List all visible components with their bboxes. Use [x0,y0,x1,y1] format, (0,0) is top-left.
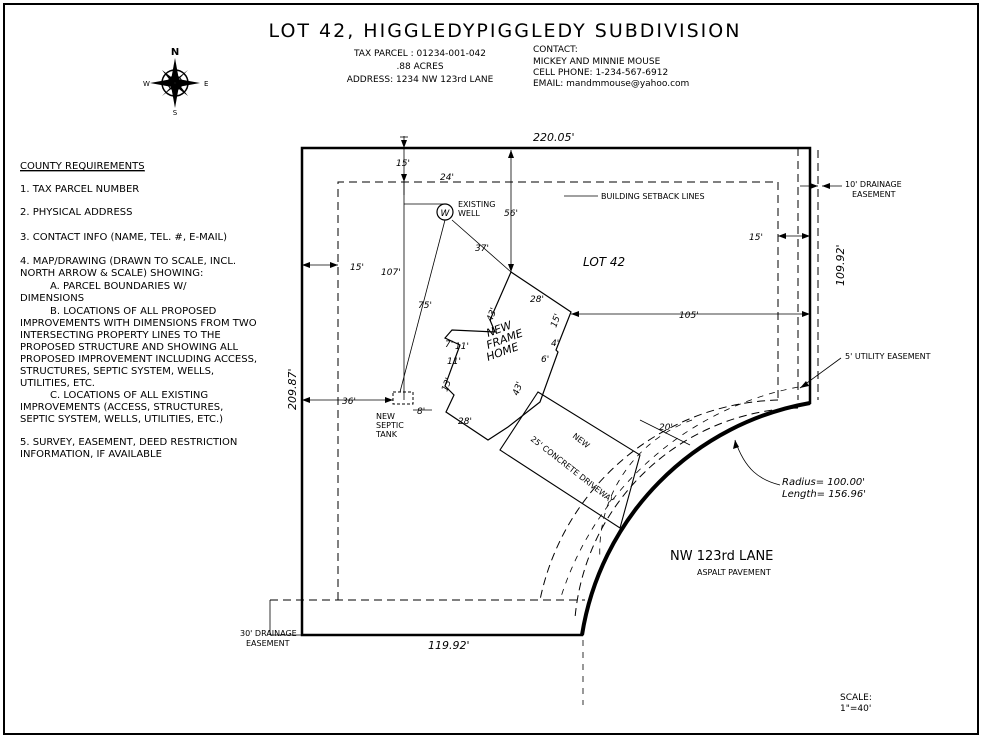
requirement-4c-line2: IMPROVEMENTS (ACCESS, STRUCTURES, [20,402,223,413]
dim-24: 24' [440,173,454,183]
septic-label-3: TANK [375,430,398,439]
building-setback-line [337,181,779,600]
requirement-4b-line4: PROPOSED STRUCTURE AND SHOWING ALL [20,342,238,353]
compass-e: E [204,80,208,88]
east-drainage-label-2: EASEMENT [852,190,896,199]
contact-heading: CONTACT: [533,45,578,55]
dim-left-boundary: 209.87' [286,368,299,410]
dim-43-left: 43' [485,307,499,324]
south-drainage-label-1: 30' DRAINAGE [240,629,297,638]
sheet-border [3,3,979,735]
dim-8: 8' [417,407,425,417]
requirement-5: 5. SURVEY, EASEMENT, DEED RESTRICTION [20,437,237,448]
compass-w: W [143,80,150,88]
curve-length: Length= 156.96' [782,489,866,500]
new-concrete-driveway [499,391,641,529]
utility-easement-label: 5' UTILITY EASEMENT [845,352,931,361]
dim-36: 36' [342,397,356,407]
acreage: .88 ACRES [396,62,443,72]
north-arrow-icon [150,58,200,108]
utility-easement-curve [574,407,799,619]
well-symbol: W [441,209,451,219]
tax-parcel: TAX PARCEL : 01234-001-042 [353,49,486,59]
dim-top-boundary: 220.05' [533,131,575,144]
requirement-4-cont: NORTH ARROW & SCALE) SHOWING: [20,268,203,279]
south-drainage-label-2: EASEMENT [246,639,290,648]
requirement-4c-line3: SEPTIC SYSTEM, WELLS, UTILITIES, ETC.) [20,414,223,425]
dim-right-boundary: 109.92' [834,244,847,286]
requirement-1: 1. TAX PARCEL NUMBER [20,184,139,195]
requirement-4b-line7: UTILITIES, ETC. [20,378,95,389]
requirement-4b-line5: PROPOSED IMPROVEMENT INCLUDING ACCESS, [20,354,257,365]
east-drainage-label-1: 10' DRAINAGE [845,180,902,189]
scale-value: 1"=40' [840,704,871,714]
new-frame-home-footprint [444,271,572,441]
dim-6: 6' [541,355,549,365]
dim-56: 56' [504,209,518,219]
requirement-4a: A. PARCEL BOUNDARIES W/ [50,281,187,292]
address: ADDRESS: 1234 NW 123rd LANE [347,75,494,85]
new-septic-tank [392,391,414,405]
setback-label: BUILDING SETBACK LINES [601,192,705,201]
dim-15-left: 15' [350,263,364,273]
dim-7: 7' [445,340,453,350]
dim-15-house: 15' [549,313,563,330]
road-surface: ASPALT PAVEMENT [697,568,771,577]
dim-11b: 11' [447,357,461,367]
curve-radius: Radius= 100.00' [782,477,865,488]
contact-names: MICKEY AND MINNIE MOUSE [533,57,661,67]
dim-43-right: 43' [511,381,525,398]
requirement-5-cont: INFORMATION, IF AVAILABLE [20,449,162,460]
requirement-4a-cont: DIMENSIONS [20,293,84,304]
septic-label-1: NEW [376,412,395,421]
dim-75: 75' [418,301,432,311]
requirement-4b: B. LOCATIONS OF ALL PROPOSED [50,306,217,317]
requirement-4c: C. LOCATIONS OF ALL EXISTING [50,390,208,401]
dim-28-top: 28' [530,295,544,305]
dim-bottom-boundary: 119.92' [428,639,470,652]
road-edge-outer [559,384,811,601]
building-setback-curve [539,399,779,601]
contact-email: EMAIL: mandmmouse@yahoo.com [533,79,689,89]
requirement-2: 2. PHYSICAL ADDRESS [20,207,132,218]
dim-15-top: 15' [396,159,410,169]
requirement-4b-line2: IMPROVEMENTS WITH DIMENSIONS FROM TWO [20,318,257,329]
dim-37: 37' [475,244,489,254]
driveway-label-1: NEW [571,431,592,450]
requirement-4b-line6: STRUCTURES, SEPTIC SYSTEM, WELLS, [20,366,214,377]
road-right-of-way-curve [580,401,811,636]
dim-15-right: 15' [749,233,763,243]
dim-4: 4' [551,339,559,349]
well-label-2: WELL [458,209,480,218]
requirements-heading: COUNTY REQUIREMENTS [20,161,145,172]
well-label-1: EXISTING [458,200,495,209]
dim-107: 107' [381,268,401,278]
scale-label: SCALE: [840,693,872,703]
dim-28-bottom: 28' [458,417,472,427]
road-inner-curve [599,419,693,561]
compass-n: N [171,47,179,58]
lot-label: LOT 42 [583,255,625,269]
compass-s: S [173,109,178,117]
road-name: NW 123rd LANE [670,549,773,564]
drawing-title: LOT 42, HIGGLEDYPIGGLEDY SUBDIVISION [269,20,742,42]
driveway-label-2: 25' CONCRETE DRIVEWAY [529,434,616,505]
contact-cell: CELL PHONE: 1-234-567-6912 [533,68,668,78]
requirement-4: 4. MAP/DRAWING (DRAWN TO SCALE, INCL. [20,256,236,267]
dim-105: 105' [679,311,699,321]
dimension-arrowheads [302,140,830,449]
dim-11: 11' [455,342,469,352]
requirement-4b-line3: INTERSECTING PROPERTY LINES TO THE [20,330,221,341]
septic-label-2: SEPTIC [376,421,404,430]
dim-20: 20' [659,423,673,433]
dim-13: 13' [440,377,454,394]
requirement-3: 3. CONTACT INFO (NAME, TEL. #, E-MAIL) [20,232,227,243]
